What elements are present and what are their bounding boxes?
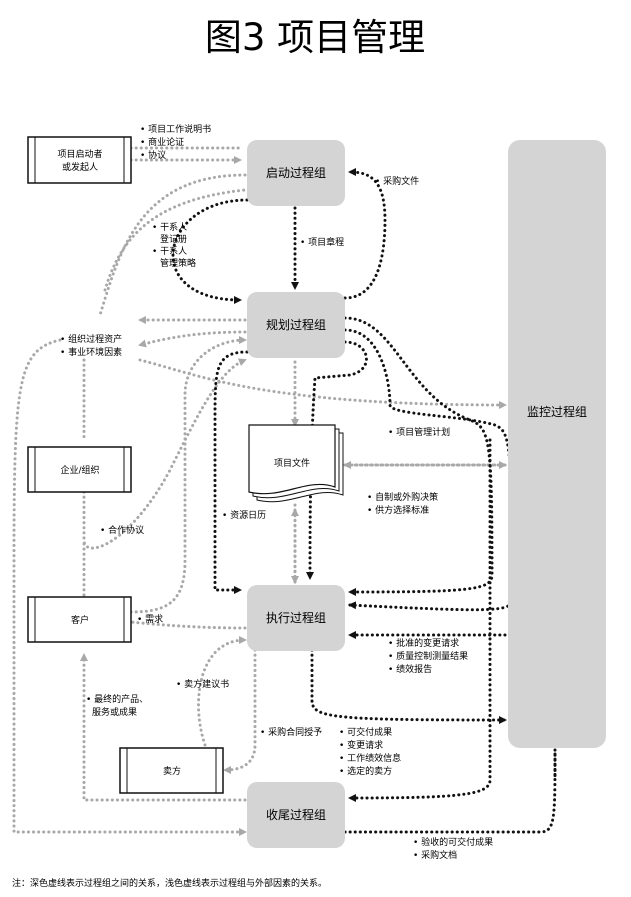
label-sow: • 项目工作说明书 (140, 123, 211, 135)
executing-to-monitoring-arrow (310, 648, 507, 724)
diagram-title: 图3 项目管理 (205, 16, 425, 59)
assets-to-closing-arrow (12, 338, 247, 836)
customer-label: 客户 (71, 614, 89, 626)
label-stakeholder-register-2: 登记册 (160, 234, 187, 245)
label-org-process-assets: • 组织过程资产 (60, 333, 122, 345)
label-contract-award: • 采购合同授予 (260, 726, 322, 738)
label-enterprise-env: • 事业环境因素 (60, 346, 122, 358)
label-business-case: • 商业论证 (140, 136, 184, 148)
initiating-process-group: 启动过程组 (247, 140, 345, 206)
sponsor-box: 项目启动者 或发起人 (27, 136, 132, 184)
closing-to-monitoring-line (343, 748, 557, 834)
label-procurement-docs-in: • 采购文件 (375, 175, 419, 187)
sponsor-label-line1: 项目启动者 (57, 148, 102, 160)
enterprise-label: 企业/组织 (60, 464, 99, 476)
label-change-requests: • 变更请求 (339, 739, 383, 751)
flow-labels: • 项目工作说明书 • 商业论证 • 协议 • 采购文件 • 项目章程 • 干系… (60, 123, 493, 861)
label-work-perf-info: • 工作绩效信息 (339, 752, 401, 764)
label-selected-sellers: • 选定的卖方 (339, 765, 392, 777)
label-deliverables: • 可交付成果 (339, 726, 392, 738)
initiating-label: 启动过程组 (266, 165, 326, 180)
seller-label: 卖方 (163, 765, 181, 777)
external-connectors (12, 146, 507, 836)
seller-box: 卖方 (119, 747, 224, 794)
label-source-selection: • 供方选择标准 (367, 504, 429, 516)
planning-to-executing-inner-arrow (306, 340, 368, 580)
customer-requirements-arrow (129, 336, 247, 614)
label-accepted-deliverables: • 验收的可交付成果 (413, 836, 493, 848)
monitoring-to-executing-arrow (343, 328, 514, 612)
label-teaming-agreement: • 合作协议 (100, 524, 144, 536)
monitoring-process-group: 监控过程组 (508, 140, 606, 748)
planning-process-group: 规划过程组 (247, 292, 345, 358)
monitoring-label: 监控过程组 (527, 404, 587, 419)
process-connectors (171, 168, 557, 834)
executing-to-customer-line (129, 620, 247, 630)
planning-to-initiating-arrow (343, 168, 387, 300)
monitoring-to-executing-arrow-2 (343, 316, 494, 596)
project-documents-icon: 项目文件 (248, 424, 344, 503)
label-project-charter: • 项目章程 (300, 236, 344, 248)
label-pm-plan: • 项目管理计划 (388, 426, 450, 438)
enterprise-box: 企业/组织 (27, 446, 132, 493)
label-quality-control: • 质量控制测量结果 (388, 650, 468, 662)
diagram-footnote: 注：深色虚线表示过程组之间的关系，浅色虚线表示过程组与外部因素的关系。 (12, 877, 327, 889)
initiating-to-env-line (98, 173, 247, 317)
label-performance-reports: • 绩效报告 (388, 663, 432, 675)
planning-to-executing-arrow (213, 350, 249, 594)
label-stakeholder-mgmt-1: • 干系人 (152, 246, 187, 257)
customer-box: 客户 (27, 596, 132, 643)
monitoring-to-closing-arrow (348, 438, 492, 802)
executing-process-group: 执行过程组 (247, 585, 345, 651)
env-to-monitoring-arrow (138, 358, 507, 409)
label-stakeholder-mgmt-2: 管理策略 (160, 257, 196, 269)
seller-to-executing-arrow (197, 636, 247, 747)
label-agreement: • 协议 (140, 149, 166, 161)
label-resource-calendar: • 资源日历 (222, 510, 266, 521)
label-approved-changes: • 批准的变更请求 (388, 637, 459, 649)
label-requirements: • 需求 (137, 613, 163, 625)
closing-process-group: 收尾过程组 (247, 782, 345, 848)
label-stakeholder-register-1: • 干系人 (152, 222, 187, 233)
project-documents-label: 项目文件 (274, 457, 310, 469)
initiating-loop-left-arrow (171, 198, 249, 304)
executing-label: 执行过程组 (266, 610, 326, 625)
label-procurement-docs-out: • 采购文档 (413, 849, 457, 861)
label-final-product-1: • 最终的产品、 (86, 693, 148, 705)
label-final-product-2: 服务或成果 (92, 706, 137, 718)
sponsor-label-line2: 或发起人 (62, 161, 98, 173)
planning-label: 规划过程组 (266, 317, 326, 332)
label-make-or-buy: • 自制或外购决策 (367, 491, 438, 503)
enterprise-to-planning-arrow (82, 358, 247, 550)
sponsor-to-env-line (103, 188, 247, 292)
executing-to-seller-arrow (223, 648, 257, 774)
planning-to-env-arrow (138, 330, 247, 348)
closing-label: 收尾过程组 (266, 807, 326, 822)
label-seller-proposals: • 卖方建议书 (176, 678, 229, 690)
